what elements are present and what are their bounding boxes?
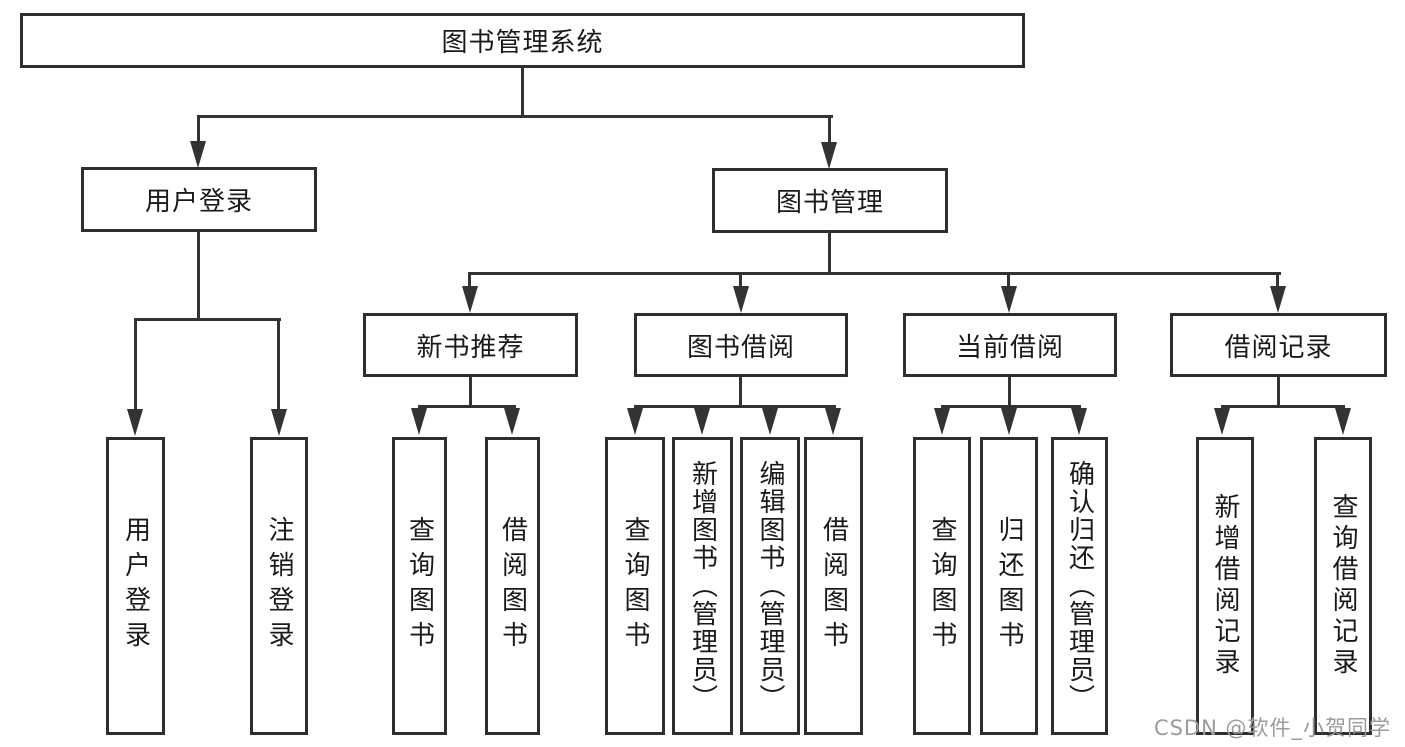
- arrowhead-icon: [821, 142, 837, 169]
- connector-root-branch: [197, 115, 833, 118]
- connector-group-trunk: [469, 377, 472, 408]
- node-label: 图书管理: [775, 188, 884, 218]
- arrowhead-icon: [1071, 408, 1087, 435]
- leaf-return-books: 归还图书: [980, 437, 1038, 735]
- node-label: 新书推荐: [416, 332, 525, 363]
- arrowhead-icon: [271, 409, 287, 436]
- connector-group-trunk: [1277, 377, 1280, 408]
- arrowhead-icon: [825, 408, 841, 435]
- node-book-management: 图书管理: [712, 168, 948, 233]
- leaf-label: 注销登录: [264, 516, 294, 656]
- leaf-add-borrow-record: 新增借阅记录: [1196, 437, 1254, 735]
- arrowhead-icon: [934, 408, 950, 435]
- arrowhead-icon: [462, 286, 478, 313]
- leaf-label: 查询借阅记录: [1328, 493, 1358, 679]
- connector-stem: [739, 272, 742, 289]
- leaf-query-borrow-record: 查询借阅记录: [1314, 437, 1372, 735]
- leaf-label: 查询图书: [620, 516, 650, 656]
- connector-stem: [468, 272, 471, 289]
- arrowhead-icon: [1001, 408, 1017, 435]
- node-new-book-recommend: 新书推荐: [363, 313, 578, 377]
- leaf-borrow-books: 借阅图书: [804, 437, 863, 735]
- node-label: 图书借阅: [686, 332, 795, 363]
- leaf-logout: 注销登录: [250, 437, 308, 735]
- arrowhead-icon: [1335, 408, 1351, 435]
- leaf-label: 新增图书（管理员）: [687, 460, 718, 712]
- leaf-query-books-current: 查询图书: [913, 437, 971, 735]
- leaf-query-books-recommend: 查询图书: [392, 437, 447, 735]
- connector-book-mgmt-branch: [469, 272, 1281, 275]
- leaf-add-books-admin: 新增图书（管理员）: [672, 437, 733, 735]
- connector-stem: [134, 318, 137, 412]
- arrowhead-icon: [1214, 408, 1230, 435]
- leaf-label: 借阅图书: [818, 516, 849, 656]
- connector-stem: [197, 115, 200, 147]
- connector-stem: [1007, 272, 1010, 289]
- arrowhead-icon: [127, 409, 143, 436]
- arrowhead-icon: [1270, 286, 1286, 313]
- leaf-label: 借阅图书: [497, 516, 528, 656]
- connector-group-branch: [418, 405, 516, 408]
- leaf-label: 新增借阅记录: [1210, 493, 1240, 679]
- leaf-edit-books-admin: 编辑图书（管理员）: [740, 437, 800, 735]
- node-label: 借阅记录: [1224, 332, 1333, 363]
- leaf-label: 查询图书: [404, 516, 435, 656]
- arrowhead-icon: [1001, 286, 1017, 313]
- arrowhead-icon: [627, 408, 643, 435]
- csdn-watermark: CSDN @软件_小贺同学: [1153, 716, 1391, 740]
- connector-user-login-trunk: [197, 230, 200, 318]
- connector-group-branch: [941, 405, 1081, 408]
- leaf-label: 查询图书: [927, 516, 957, 656]
- node-user-login: 用户登录: [81, 167, 317, 232]
- connector-group-branch: [634, 405, 836, 408]
- leaf-query-books-borrowing: 查询图书: [605, 437, 665, 735]
- arrowhead-icon: [504, 408, 520, 435]
- connector-group-branch: [1221, 405, 1345, 408]
- connector-user-login-branch: [134, 318, 281, 321]
- node-borrowing-records: 借阅记录: [1170, 313, 1387, 377]
- leaf-label: 用户登录: [120, 516, 151, 656]
- arrowhead-icon: [762, 408, 778, 435]
- leaf-confirm-return-admin: 确认归还（管理员）: [1051, 437, 1108, 735]
- connector-group-trunk: [1008, 377, 1011, 408]
- leaf-borrow-books-recommend: 借阅图书: [485, 437, 540, 735]
- arrowhead-icon: [411, 408, 427, 435]
- arrowhead-icon: [733, 286, 749, 313]
- connector-book-mgmt-trunk: [828, 231, 831, 272]
- leaf-label: 归还图书: [994, 516, 1024, 656]
- node-current-borrowing: 当前借阅: [903, 313, 1117, 377]
- node-label: 当前借阅: [955, 332, 1064, 363]
- leaf-user-login: 用户登录: [106, 437, 165, 735]
- arrowhead-icon: [694, 408, 710, 435]
- connector-stem: [1276, 272, 1279, 289]
- leaf-label: 编辑图书（管理员）: [755, 460, 785, 712]
- arrowhead-icon: [190, 141, 206, 168]
- connector-group-trunk: [739, 377, 742, 408]
- connector-stem: [828, 115, 831, 147]
- node-label: 图书管理系统: [441, 28, 604, 58]
- leaf-label: 确认归还（管理员）: [1064, 460, 1095, 712]
- connector-root-trunk: [521, 67, 524, 115]
- node-label: 用户登录: [144, 187, 253, 217]
- node-library-management-system: 图书管理系统: [20, 13, 1025, 68]
- node-book-borrowing: 图书借阅: [634, 313, 848, 377]
- connector-stem: [277, 318, 280, 412]
